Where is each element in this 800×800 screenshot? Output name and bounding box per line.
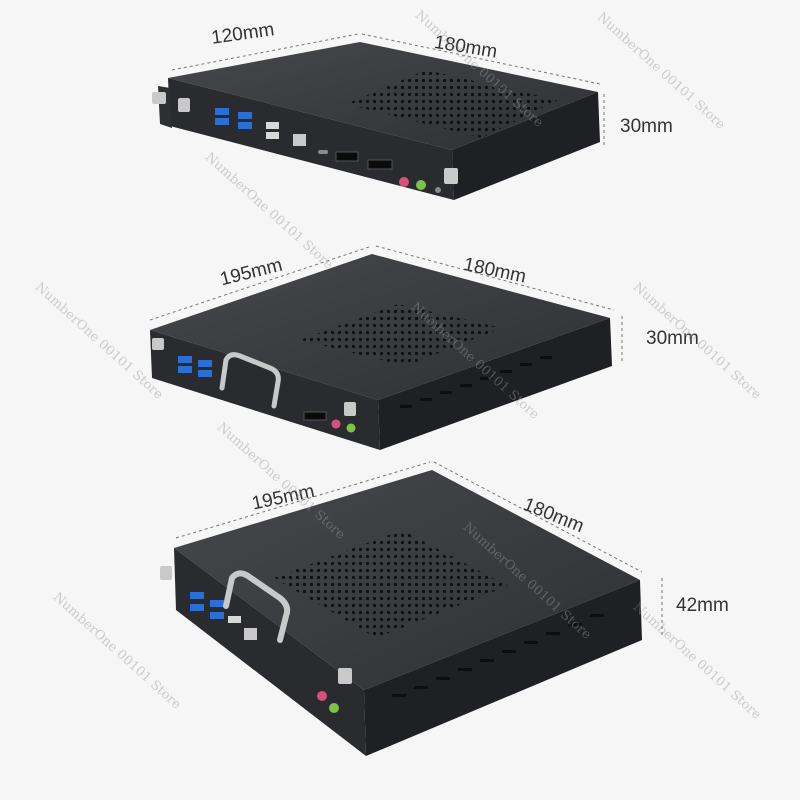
usb-port bbox=[178, 356, 192, 363]
usb-port bbox=[190, 604, 204, 611]
usb-port bbox=[198, 360, 212, 367]
io-ports bbox=[190, 592, 339, 713]
audio-jack bbox=[329, 703, 339, 713]
chassis-side-face bbox=[378, 318, 612, 450]
usb-port bbox=[266, 122, 279, 129]
dimension-label-height: 42mm bbox=[676, 595, 729, 616]
usb-port bbox=[215, 118, 229, 125]
dp-port bbox=[335, 151, 359, 162]
hdmi-port bbox=[367, 159, 393, 170]
io-ports bbox=[178, 356, 356, 433]
io-ports bbox=[215, 108, 441, 193]
usb-port bbox=[210, 612, 224, 619]
usb-port bbox=[238, 122, 252, 129]
lan-port bbox=[293, 134, 306, 146]
mini-pc-unit-top bbox=[152, 33, 605, 200]
usb-port bbox=[198, 370, 212, 377]
usb-port bbox=[215, 108, 229, 115]
antenna-connectors bbox=[152, 92, 458, 184]
chassis-side-face bbox=[452, 92, 600, 200]
usb-port bbox=[266, 132, 279, 139]
audio-jack bbox=[416, 180, 426, 190]
usb-port bbox=[228, 616, 241, 623]
side-vent-slots bbox=[392, 614, 604, 697]
usb-port bbox=[238, 112, 252, 119]
antenna-connectors bbox=[160, 566, 352, 684]
mic-jack bbox=[317, 691, 327, 701]
usb-port bbox=[210, 600, 224, 607]
side-vent-slots bbox=[400, 356, 552, 408]
dimension-label-height: 30mm bbox=[646, 328, 699, 349]
top-vent-grid bbox=[346, 70, 558, 138]
handle bbox=[219, 352, 281, 409]
dimension-lines bbox=[171, 33, 605, 148]
mic-jack bbox=[331, 419, 341, 429]
mic-jack bbox=[399, 177, 409, 187]
type-c-port bbox=[318, 150, 328, 154]
dimension-label-height: 30mm bbox=[620, 116, 673, 137]
dimension-lines bbox=[175, 461, 663, 636]
audio-jack bbox=[346, 423, 356, 433]
hdmi-port bbox=[303, 411, 327, 421]
recover-button bbox=[435, 187, 441, 193]
usb-port bbox=[190, 592, 204, 599]
handle bbox=[223, 570, 291, 643]
dimension-lines bbox=[149, 245, 623, 362]
top-vent-grid bbox=[274, 530, 508, 638]
mini-pc-unit-bottom bbox=[160, 461, 663, 756]
usb-port bbox=[178, 366, 192, 373]
mini-pc-unit-middle bbox=[149, 245, 623, 450]
top-vent-grid bbox=[300, 304, 502, 366]
lan-port bbox=[244, 628, 257, 640]
antenna-connectors bbox=[152, 338, 356, 416]
